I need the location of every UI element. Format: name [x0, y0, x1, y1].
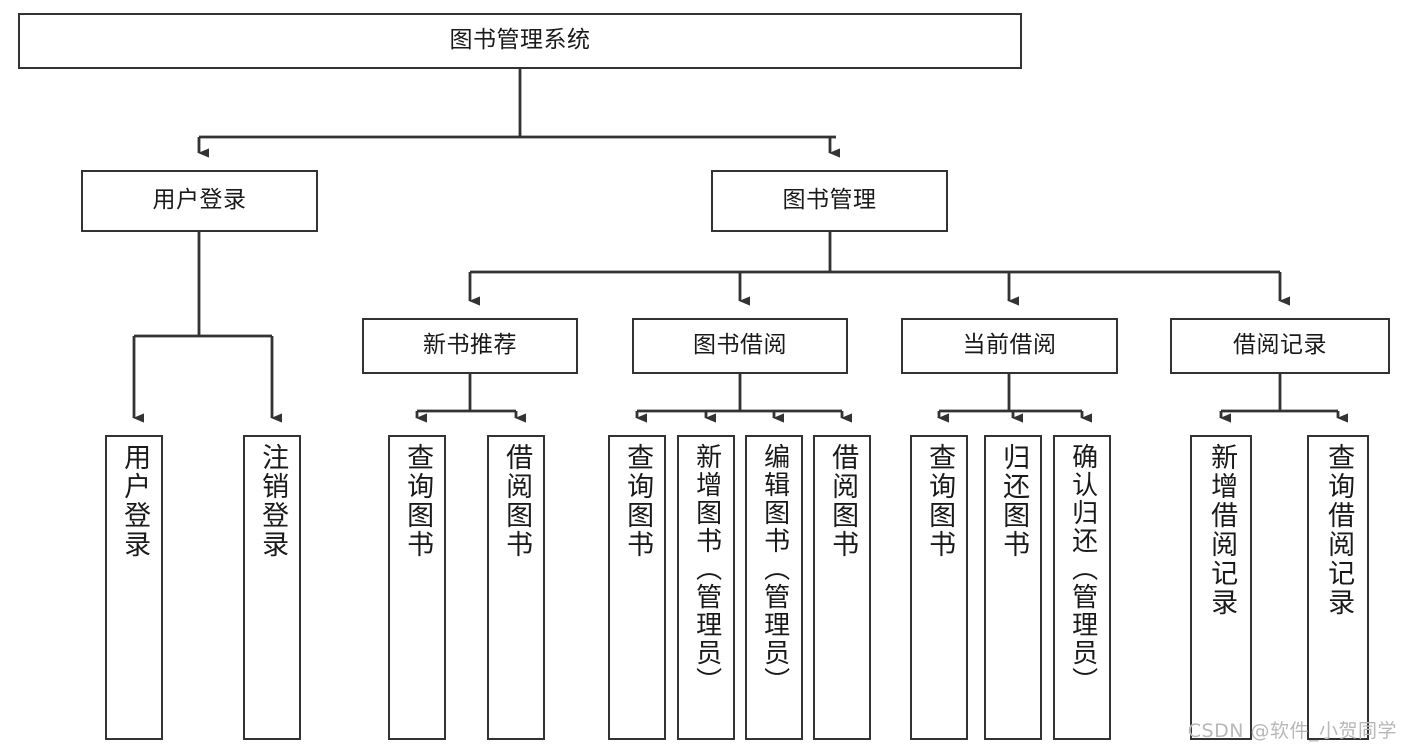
- node-leaf-query-borrow-record[interactable]: 查询借阅记录: [1307, 435, 1369, 740]
- node-label: 借阅图书: [827, 443, 859, 559]
- node-leaf-user-login[interactable]: 用户登录: [105, 435, 163, 740]
- node-borrow-record[interactable]: 借阅记录: [1170, 318, 1390, 374]
- node-user-login[interactable]: 用户登录: [81, 170, 318, 232]
- node-label: 图书借阅: [693, 332, 787, 359]
- node-label: 查询借阅记录: [1323, 443, 1355, 617]
- node-leaf-query-book-3[interactable]: 查询图书: [910, 435, 968, 740]
- node-label: 用户登录: [152, 187, 247, 214]
- node-label: 查询图书: [924, 443, 956, 559]
- node-label: 用户登录: [119, 443, 151, 559]
- node-label: 新书推荐: [423, 332, 517, 359]
- node-leaf-edit-book[interactable]: 编辑图书（管理员）: [745, 435, 803, 740]
- node-leaf-confirm-return[interactable]: 确认归还（管理员）: [1053, 435, 1111, 740]
- node-leaf-add-book[interactable]: 新增图书（管理员）: [677, 435, 735, 740]
- node-current-borrow[interactable]: 当前借阅: [901, 318, 1118, 374]
- node-leaf-add-borrow-record[interactable]: 新增借阅记录: [1190, 435, 1252, 740]
- node-label: 图书管理系统: [449, 27, 591, 54]
- node-label: 确认归还（管理员）: [1067, 443, 1098, 695]
- node-label: 借阅图书: [501, 443, 533, 559]
- node-label: 编辑图书（管理员）: [759, 443, 790, 695]
- node-label: 当前借阅: [962, 332, 1057, 359]
- node-label: 归还图书: [998, 443, 1030, 559]
- node-book-management-system[interactable]: 图书管理系统: [18, 13, 1022, 69]
- node-book-borrow[interactable]: 图书借阅: [632, 318, 848, 374]
- node-leaf-borrow-book-2[interactable]: 借阅图书: [813, 435, 871, 740]
- node-leaf-borrow-book-1[interactable]: 借阅图书: [487, 435, 545, 740]
- node-label: 新增借阅记录: [1206, 443, 1238, 617]
- node-label: 查询图书: [402, 443, 434, 559]
- node-label: 图书管理: [782, 187, 877, 214]
- node-leaf-return-book[interactable]: 归还图书: [984, 435, 1042, 740]
- node-label: 新增图书（管理员）: [691, 443, 722, 695]
- node-label: 注销登录: [257, 443, 289, 559]
- node-new-book-recommend[interactable]: 新书推荐: [362, 318, 578, 374]
- node-label: 查询图书: [622, 443, 654, 559]
- node-label: 借阅记录: [1233, 332, 1327, 359]
- node-leaf-logout[interactable]: 注销登录: [243, 435, 301, 740]
- node-book-manage[interactable]: 图书管理: [711, 170, 948, 232]
- node-leaf-query-book-2[interactable]: 查询图书: [608, 435, 666, 740]
- node-leaf-query-book-1[interactable]: 查询图书: [388, 435, 446, 740]
